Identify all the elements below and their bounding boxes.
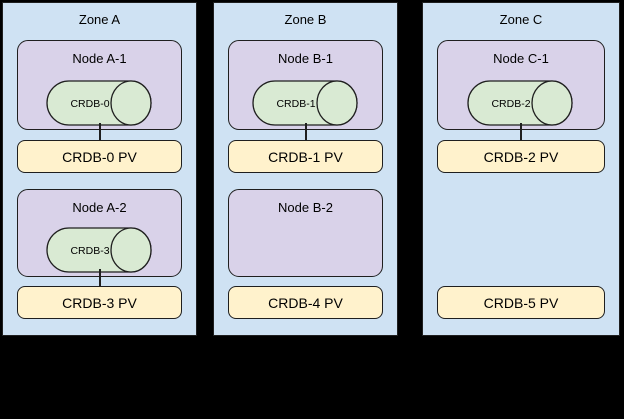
node-title: Node A-1 (72, 51, 127, 66)
cylinder-label: CRDB-0 (70, 98, 109, 110)
zone-c: Zone C Node C-1 CRDB-2 CRDB-2 PV CRDB-5 … (422, 2, 620, 336)
zone-title: Zone A (78, 12, 121, 27)
node-title: Node B-2 (278, 200, 333, 215)
pv-box: CRDB-4 PV (228, 286, 383, 319)
pv-box: CRDB-5 PV (437, 286, 605, 319)
node-a2-box: Node A-2 CRDB-3 (17, 189, 182, 277)
connector-line (304, 123, 307, 141)
pv-box: CRDB-3 PV (17, 286, 182, 319)
node-c1-box: Node C-1 CRDB-2 (437, 40, 605, 130)
node-title: Node C-1 (493, 51, 549, 66)
node-title: Node A-2 (72, 200, 127, 215)
connector-line (98, 269, 101, 287)
cylinder-label: CRDB-3 (70, 245, 109, 257)
node-b2-box: Node B-2 (228, 189, 383, 277)
crdb-cylinder: CRDB-3 (45, 226, 155, 274)
pv-box: CRDB-0 PV (17, 140, 182, 173)
crdb-cylinder: CRDB-0 (45, 79, 155, 127)
pv-box: CRDB-2 PV (437, 140, 605, 173)
crdb-cylinder: CRDB-1 (251, 79, 361, 127)
connector-line (98, 123, 101, 141)
cylinder-label: CRDB-1 (276, 98, 315, 110)
connector-line (520, 123, 522, 141)
node-a1-box: Node A-1 CRDB-0 (17, 40, 182, 130)
zone-b: Zone B Node B-1 CRDB-1 CRDB-1 PV Node B-… (213, 2, 398, 336)
node-b1-box: Node B-1 CRDB-1 (228, 40, 383, 130)
pv-box: CRDB-1 PV (228, 140, 383, 173)
zone-a: Zone A Node A-1 CRDB-0 CRDB-0 PV Node A-… (2, 2, 197, 336)
zone-title: Zone C (499, 12, 543, 27)
cylinder-label: CRDB-2 (491, 98, 530, 110)
zone-title: Zone B (284, 12, 327, 27)
crdb-cylinder: CRDB-2 (466, 79, 576, 127)
node-title: Node B-1 (278, 51, 333, 66)
